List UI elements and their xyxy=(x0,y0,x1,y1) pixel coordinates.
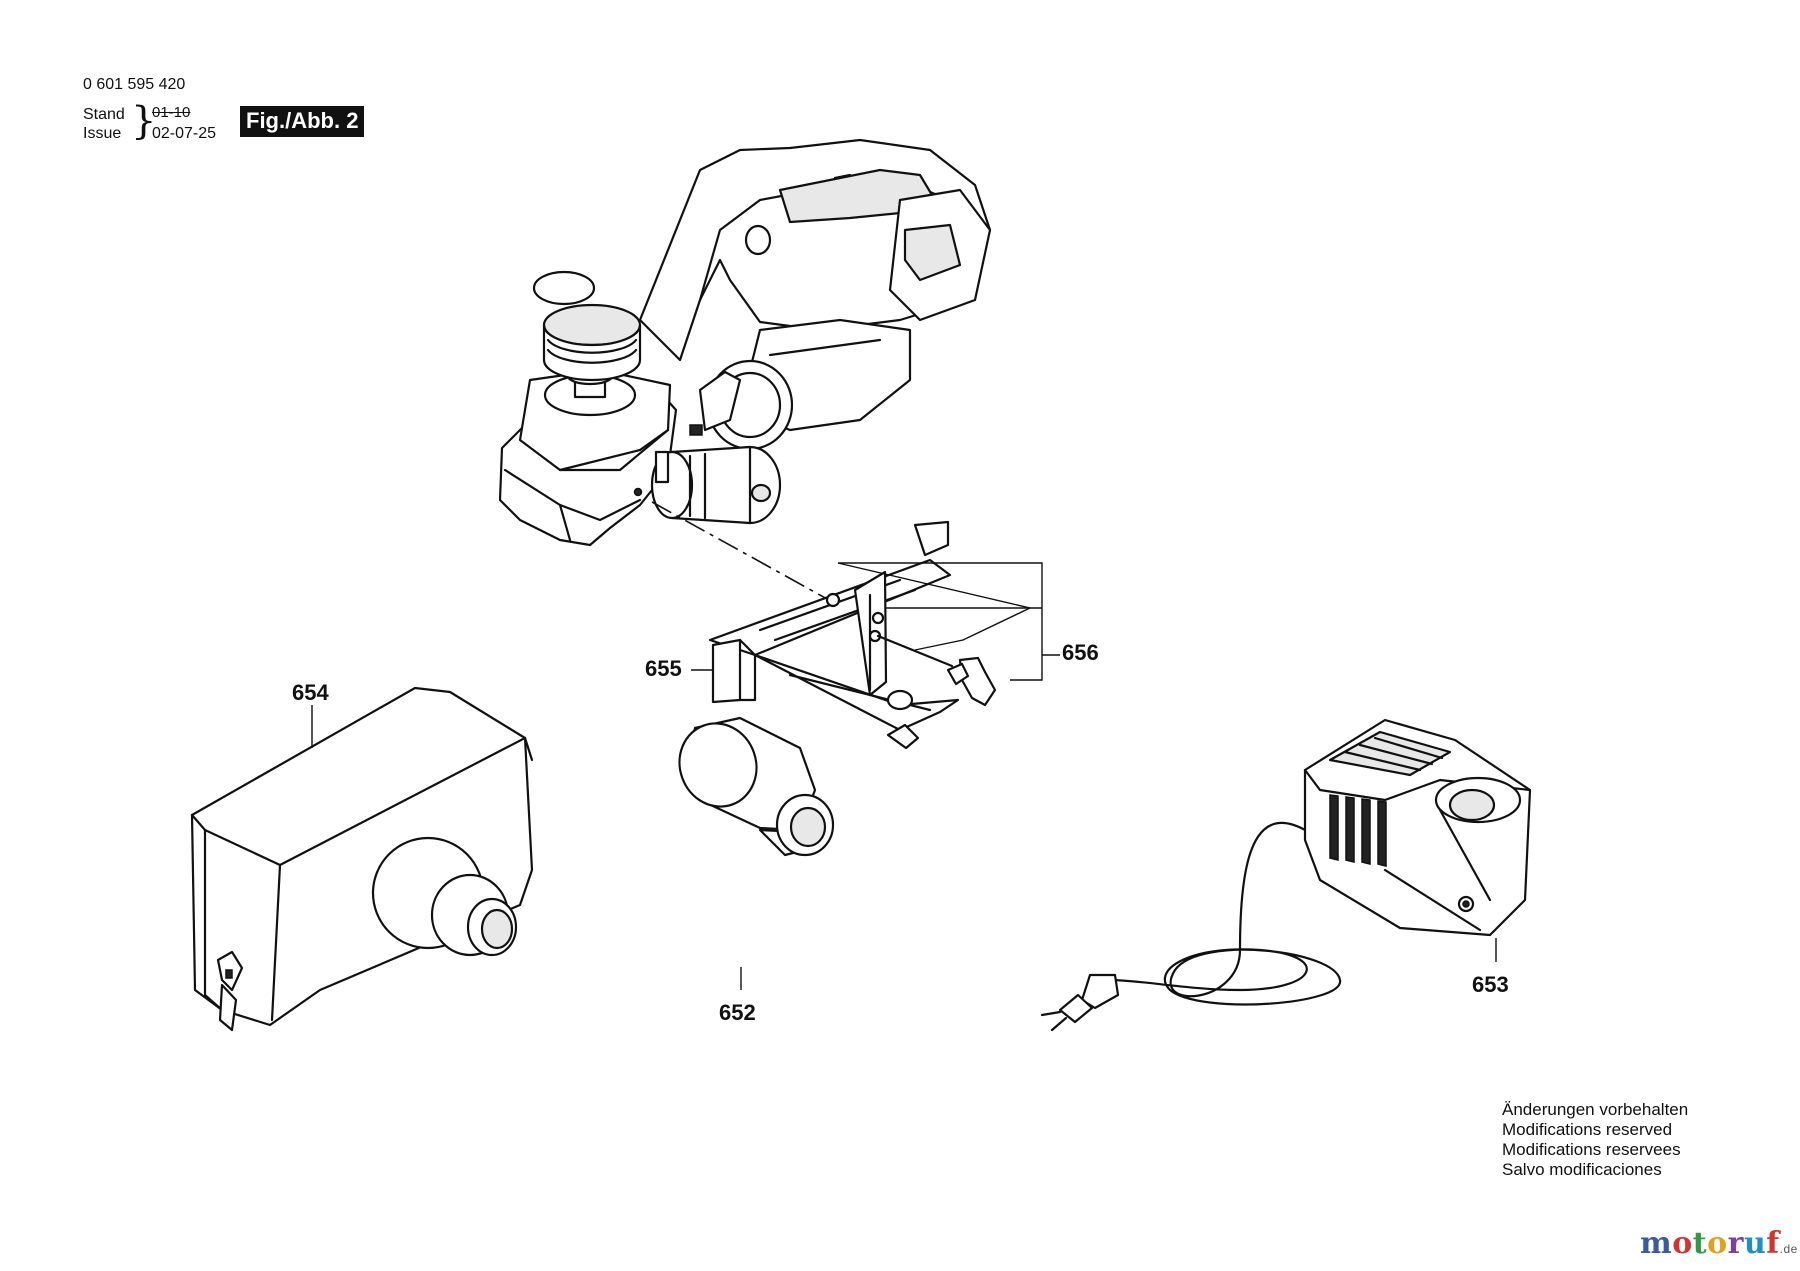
notice-line-es: Salvo modificaciones xyxy=(1502,1160,1662,1179)
notice-line-fr: Modifications reservees xyxy=(1502,1140,1681,1159)
part-number-655: 655 xyxy=(645,656,682,681)
issue-date: 02-07-25 xyxy=(152,125,217,142)
brand-letter: u xyxy=(1743,1226,1767,1261)
brand-letter: m xyxy=(1640,1226,1673,1261)
parallel-guide-illustration xyxy=(708,520,997,750)
brand-letter: r xyxy=(1727,1226,1744,1261)
issue-label: Issue xyxy=(83,125,122,142)
brand-tld: .de xyxy=(1779,1242,1798,1256)
brand-letter: t xyxy=(1692,1226,1708,1261)
brand-name: motoruf xyxy=(1640,1226,1780,1261)
modifications-notice: Änderungen vorbehalten Modifications res… xyxy=(1502,1100,1688,1180)
adapter-illustration xyxy=(678,716,835,857)
planer-illustration xyxy=(498,138,992,547)
brand-letter: f xyxy=(1766,1226,1780,1261)
figure-label: Fig./Abb. 2 xyxy=(240,106,365,137)
brand-watermark[interactable]: motoruf.de xyxy=(1640,1226,1798,1261)
part-number-653: 653 xyxy=(1472,972,1509,997)
notice-line-en: Modifications reserved xyxy=(1502,1120,1673,1139)
brand-letter: o xyxy=(1707,1226,1728,1261)
old-date: 01-10 xyxy=(152,104,191,121)
stand-label: Stand xyxy=(83,106,125,123)
notice-line-de: Änderungen vorbehalten xyxy=(1502,1100,1689,1119)
charger-illustration xyxy=(1040,718,1532,1032)
document-number: 0 601 595 420 xyxy=(83,76,186,93)
brace-glyph: } xyxy=(131,99,157,143)
dust-bag-illustration xyxy=(190,686,534,1032)
part-number-654: 654 xyxy=(292,680,329,705)
alignment-line xyxy=(651,501,839,606)
brand-letter: o xyxy=(1672,1226,1693,1261)
part-number-656: 656 xyxy=(1062,640,1099,665)
callout-656-leader xyxy=(837,562,1060,681)
part-number-652: 652 xyxy=(719,1000,756,1025)
